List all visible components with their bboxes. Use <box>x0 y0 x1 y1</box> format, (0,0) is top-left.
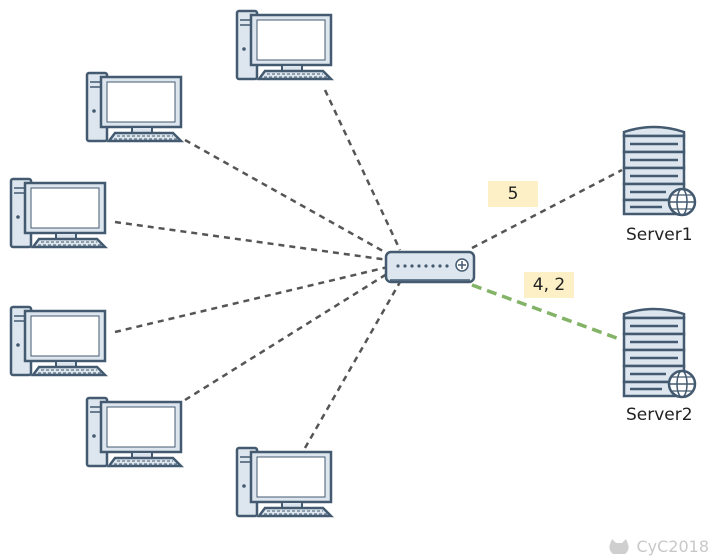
server1-link-label: 5 <box>488 181 538 207</box>
server1-label: Server1 <box>626 225 693 245</box>
link-client-4 <box>114 265 389 334</box>
client-computer-4 <box>9 305 107 377</box>
load-balancer <box>384 250 476 284</box>
server1-icon <box>622 125 697 217</box>
client-computer-3 <box>9 177 107 249</box>
client-computer-1 <box>235 9 333 81</box>
server2-link-label: 4, 2 <box>524 272 574 298</box>
client-computer-2 <box>85 71 183 143</box>
server2-label: Server2 <box>626 405 693 425</box>
server2-icon <box>622 307 697 399</box>
link-client-5 <box>184 270 391 402</box>
github-cat-icon <box>609 538 630 554</box>
link-client-3 <box>114 220 389 262</box>
client-computer-5 <box>85 396 183 468</box>
watermark: CyC2018 <box>608 537 709 556</box>
watermark-text: CyC2018 <box>636 537 709 556</box>
link-server2 <box>471 283 623 342</box>
link-client-6 <box>303 281 402 449</box>
client-links <box>114 89 402 449</box>
link-client-2 <box>184 138 391 257</box>
client-computer-6 <box>235 446 333 518</box>
link-client-1 <box>323 89 402 251</box>
